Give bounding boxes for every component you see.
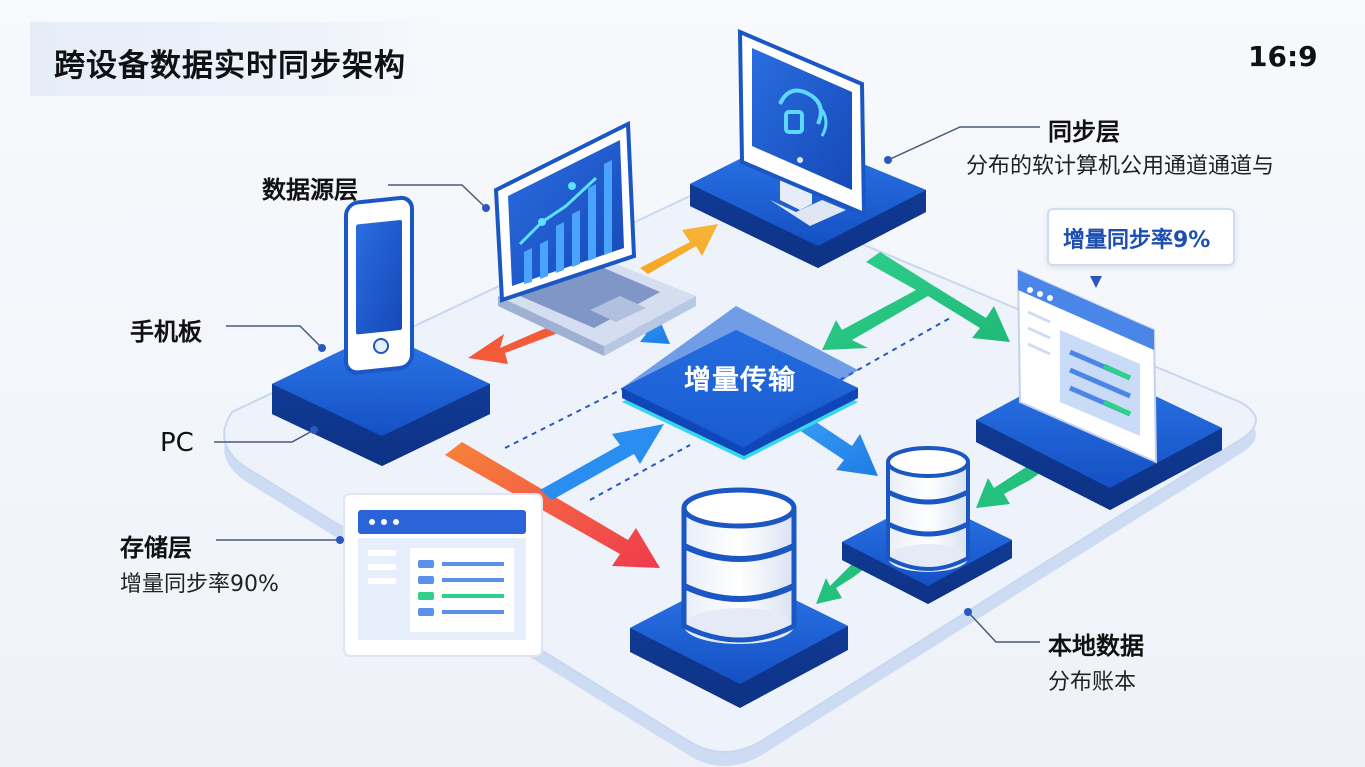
- hub-label: 增量传输: [684, 365, 796, 396]
- storage-card: [343, 493, 543, 657]
- sync-layer-title: 同步层: [1048, 118, 1120, 146]
- sync-rate-badge: 增量同步率9%: [1047, 208, 1235, 266]
- phone-device: [272, 195, 490, 466]
- transfer-hub: [622, 306, 858, 460]
- storage-subtitle: 增量同步率90%: [120, 572, 279, 597]
- page-title: 跨设备数据实时同步架构: [54, 48, 406, 84]
- data-source-label: 数据源层: [262, 176, 358, 204]
- badge-pointer: [1090, 276, 1102, 288]
- laptop-device: [493, 120, 696, 356]
- main-database: [630, 487, 848, 708]
- local-data-subtitle: 分布账本: [1048, 670, 1137, 695]
- monitor-device: [690, 28, 926, 268]
- sync-rate-badge-text: 增量同步率9%: [1063, 228, 1211, 253]
- storage-title: 存储层: [120, 534, 192, 562]
- leader-lines: [214, 126, 1040, 643]
- aspect-ratio-label: 16:9: [1248, 40, 1318, 73]
- dashed-flow-lines: [504, 317, 951, 501]
- sync-panel-device: [976, 268, 1222, 510]
- small-database: [842, 446, 1012, 604]
- title-banner: 跨设备数据实时同步架构: [30, 22, 438, 96]
- pc-label: PC: [160, 428, 194, 458]
- sync-layer-subtitle: 分布的软计算机公用通道通道与: [966, 154, 1275, 179]
- phone-label: 手机板: [130, 318, 202, 346]
- local-data-title: 本地数据: [1048, 632, 1144, 660]
- flow-arrows: [445, 224, 1050, 604]
